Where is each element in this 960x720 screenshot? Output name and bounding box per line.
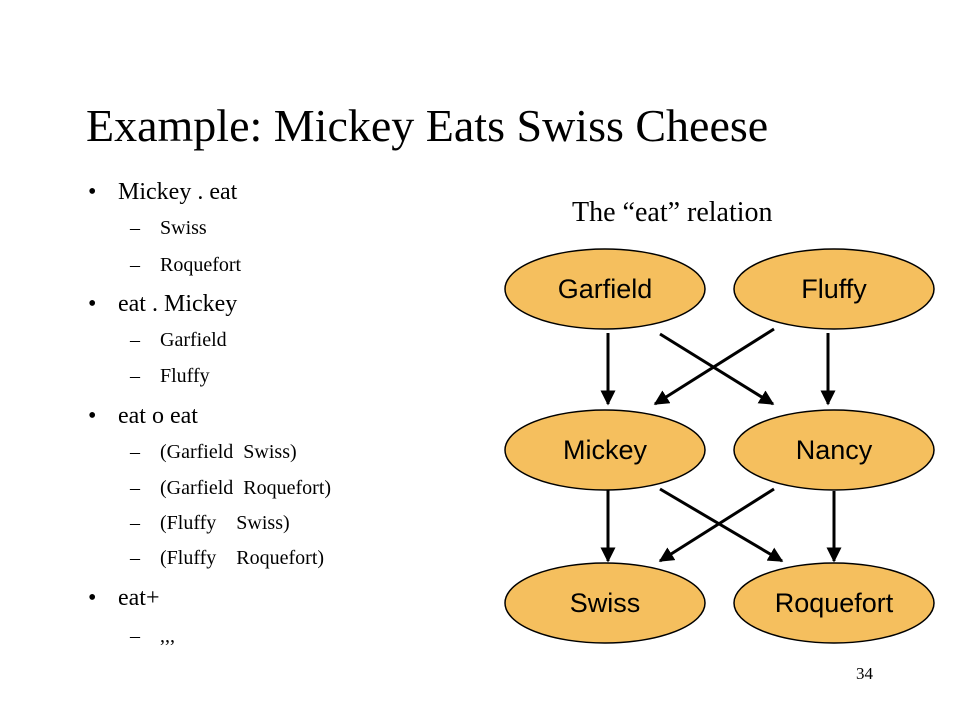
sub-bullet-text: ,,,: [160, 625, 175, 647]
sub-bullet-marker: –: [130, 254, 140, 276]
bullet-marker: •: [88, 585, 97, 611]
node-mickey: Mickey: [504, 409, 706, 491]
node-nancy: Nancy: [733, 409, 935, 491]
node-fluffy-label: Fluffy: [801, 274, 867, 304]
sub-bullet-text: Roquefort: [160, 254, 242, 276]
node-roquefort: Roquefort: [733, 562, 935, 644]
node-garfield-shape: [504, 248, 706, 330]
sub-bullet-marker: –: [130, 329, 140, 351]
bullet-list: • Mickey . eat – Swiss – Roquefort • eat…: [88, 179, 332, 647]
sub-bullet-text: Swiss: [160, 217, 207, 239]
sub-bullet-marker: –: [130, 477, 140, 499]
bullet-marker: •: [88, 403, 97, 429]
bullet-marker: •: [88, 291, 97, 317]
node-swiss-label: Swiss: [570, 588, 641, 618]
node-fluffy-shape: [733, 248, 935, 330]
slide-title: Example: Mickey Eats Swiss Cheese: [86, 100, 769, 151]
edge-nancy-to-swiss: [658, 487, 775, 563]
sub-bullet-marker: –: [130, 512, 140, 534]
sub-bullet-text: Fluffy: [160, 365, 210, 387]
sub-bullet-marker: –: [130, 547, 140, 569]
sub-bullet-text: (Garfield Roquefort): [160, 477, 332, 499]
node-mickey-shape: [504, 409, 706, 491]
bullet-text: eat o eat: [118, 403, 198, 429]
bullet-text: Mickey . eat: [118, 179, 238, 205]
sub-bullet-text: (Fluffy Swiss): [160, 512, 290, 534]
diagram-caption: The “eat” relation: [572, 197, 773, 228]
sub-bullet-text: (Garfield Swiss): [160, 441, 297, 463]
bullet-text: eat+: [118, 585, 160, 611]
node-nancy-shape: [733, 409, 935, 491]
node-garfield: Garfield: [504, 248, 706, 330]
node-garfield-label: Garfield: [558, 274, 653, 304]
sub-bullet-marker: –: [130, 625, 140, 647]
node-roquefort-label: Roquefort: [775, 588, 894, 618]
edge-mickey-to-roquefort: [659, 487, 784, 563]
sub-bullet-text: Garfield: [160, 329, 227, 351]
edge-garfield-to-nancy: [659, 332, 775, 406]
edge-fluffy-to-mickey: [653, 327, 775, 406]
bullet-marker: •: [88, 179, 97, 205]
node-swiss: Swiss: [504, 562, 706, 644]
node-swiss-shape: [504, 562, 706, 644]
node-fluffy: Fluffy: [733, 248, 935, 330]
bullet-text: eat . Mickey: [118, 291, 238, 317]
node-nancy-label: Nancy: [796, 435, 873, 465]
edges-layer: [600, 327, 842, 563]
sub-bullet-marker: –: [130, 217, 140, 239]
node-mickey-label: Mickey: [563, 435, 648, 465]
sub-bullet-text: (Fluffy Roquefort): [160, 547, 325, 569]
sub-bullet-marker: –: [130, 365, 140, 387]
page-number: 34: [856, 664, 873, 683]
node-roquefort-shape: [733, 562, 935, 644]
nodes-layer: Garfield Fluffy Mickey Nancy Swiss Roque…: [504, 248, 935, 644]
sub-bullet-marker: –: [130, 441, 140, 463]
